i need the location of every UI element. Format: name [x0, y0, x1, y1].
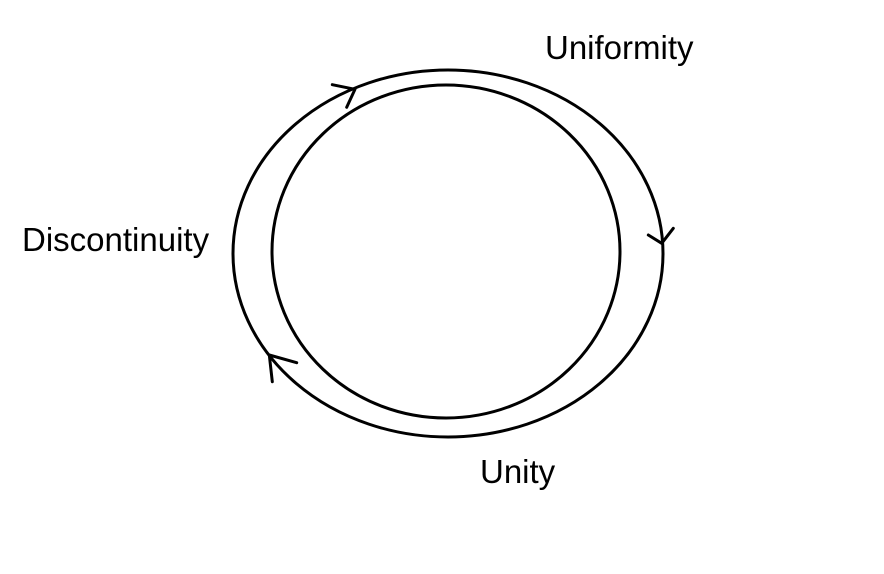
label-uniformity: Uniformity [545, 29, 694, 66]
outer-ellipse [231, 68, 665, 439]
clockwise-arrowhead-bottom-left-icon [267, 353, 299, 384]
label-unity: Unity [480, 453, 556, 490]
clockwise-arrowhead-right-icon [646, 226, 675, 245]
inner-ellipse [270, 83, 622, 420]
label-discontinuity: Discontinuity [22, 221, 210, 258]
clockwise-arrowhead-top-icon [330, 83, 357, 109]
